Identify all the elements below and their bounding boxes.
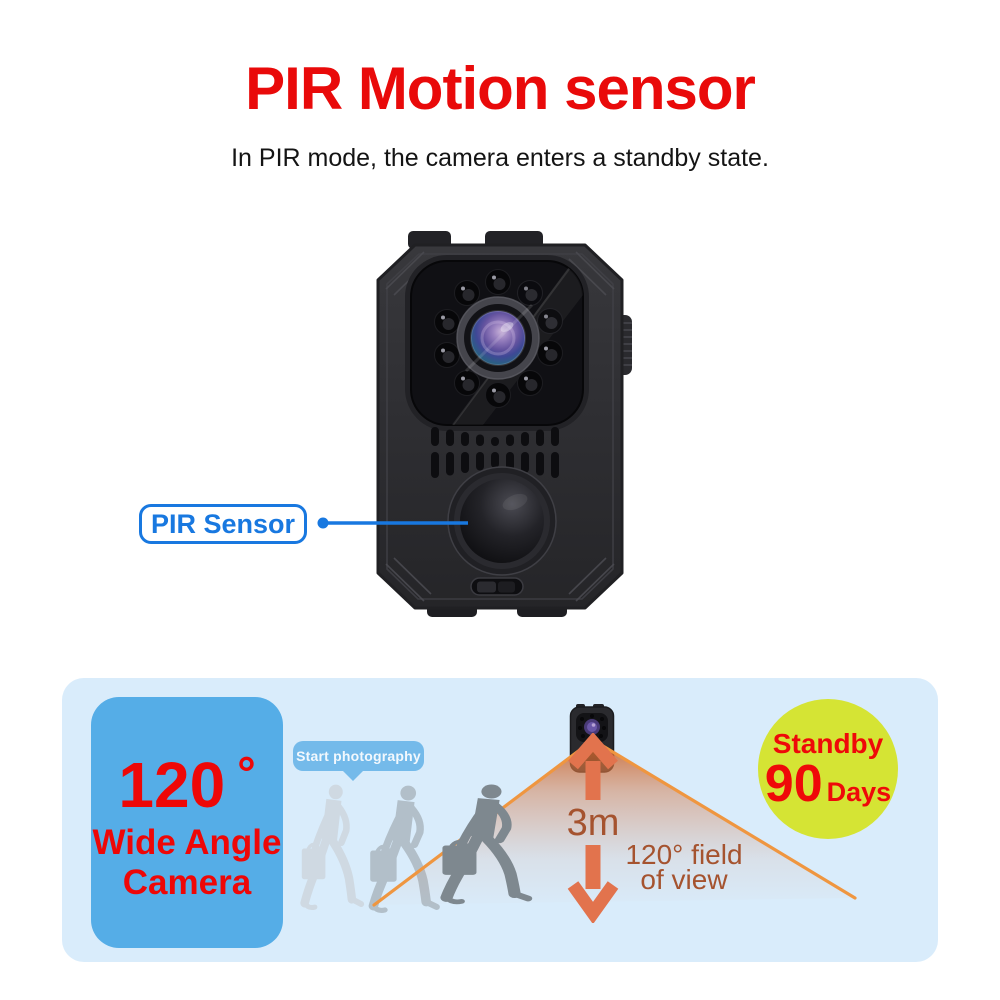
ir-led-ring (434, 269, 563, 408)
pir-sensor-label: PIR Sensor (150, 508, 296, 539)
wide-angle-line2: Camera (122, 862, 252, 902)
pir-dome (447, 466, 557, 576)
standby-badge: Standby 90 Days (758, 699, 898, 839)
standby-unit: Days (826, 777, 892, 807)
product-camera-image (376, 231, 632, 617)
start-photography-label: Start photography (296, 748, 421, 764)
wide-angle-card: 120° Wide Angle Camera (91, 697, 283, 948)
pir-sensor-pointer-line (317, 517, 468, 529)
camera-lens-icon (456, 296, 540, 380)
mount-clip (470, 577, 524, 596)
wide-angle-degrees: 120° (118, 746, 256, 821)
pir-sensor-callout: PIR Sensor (139, 504, 307, 544)
start-badge-pointer (342, 770, 364, 781)
start-photography-badge: Start photography (293, 741, 424, 771)
standby-label: Standby (772, 728, 884, 759)
wide-angle-line1: Wide Angle (92, 822, 282, 862)
fov-label-line2: of view (640, 864, 728, 895)
degree-symbol: ° (237, 746, 256, 799)
fov-label-line1: 120° field (625, 839, 743, 870)
page-title: PIR Motion sensor (245, 55, 756, 122)
walking-person-silhouette-3 (437, 783, 535, 908)
standby-value: 90 (764, 755, 823, 813)
distance-arrow-icon (567, 733, 619, 923)
page-subtitle: In PIR mode, the camera enters a standby… (231, 144, 769, 172)
fov-label: 120° field of view (605, 839, 763, 895)
speaker-grille (431, 427, 559, 478)
distance-label: 3m (566, 802, 620, 844)
